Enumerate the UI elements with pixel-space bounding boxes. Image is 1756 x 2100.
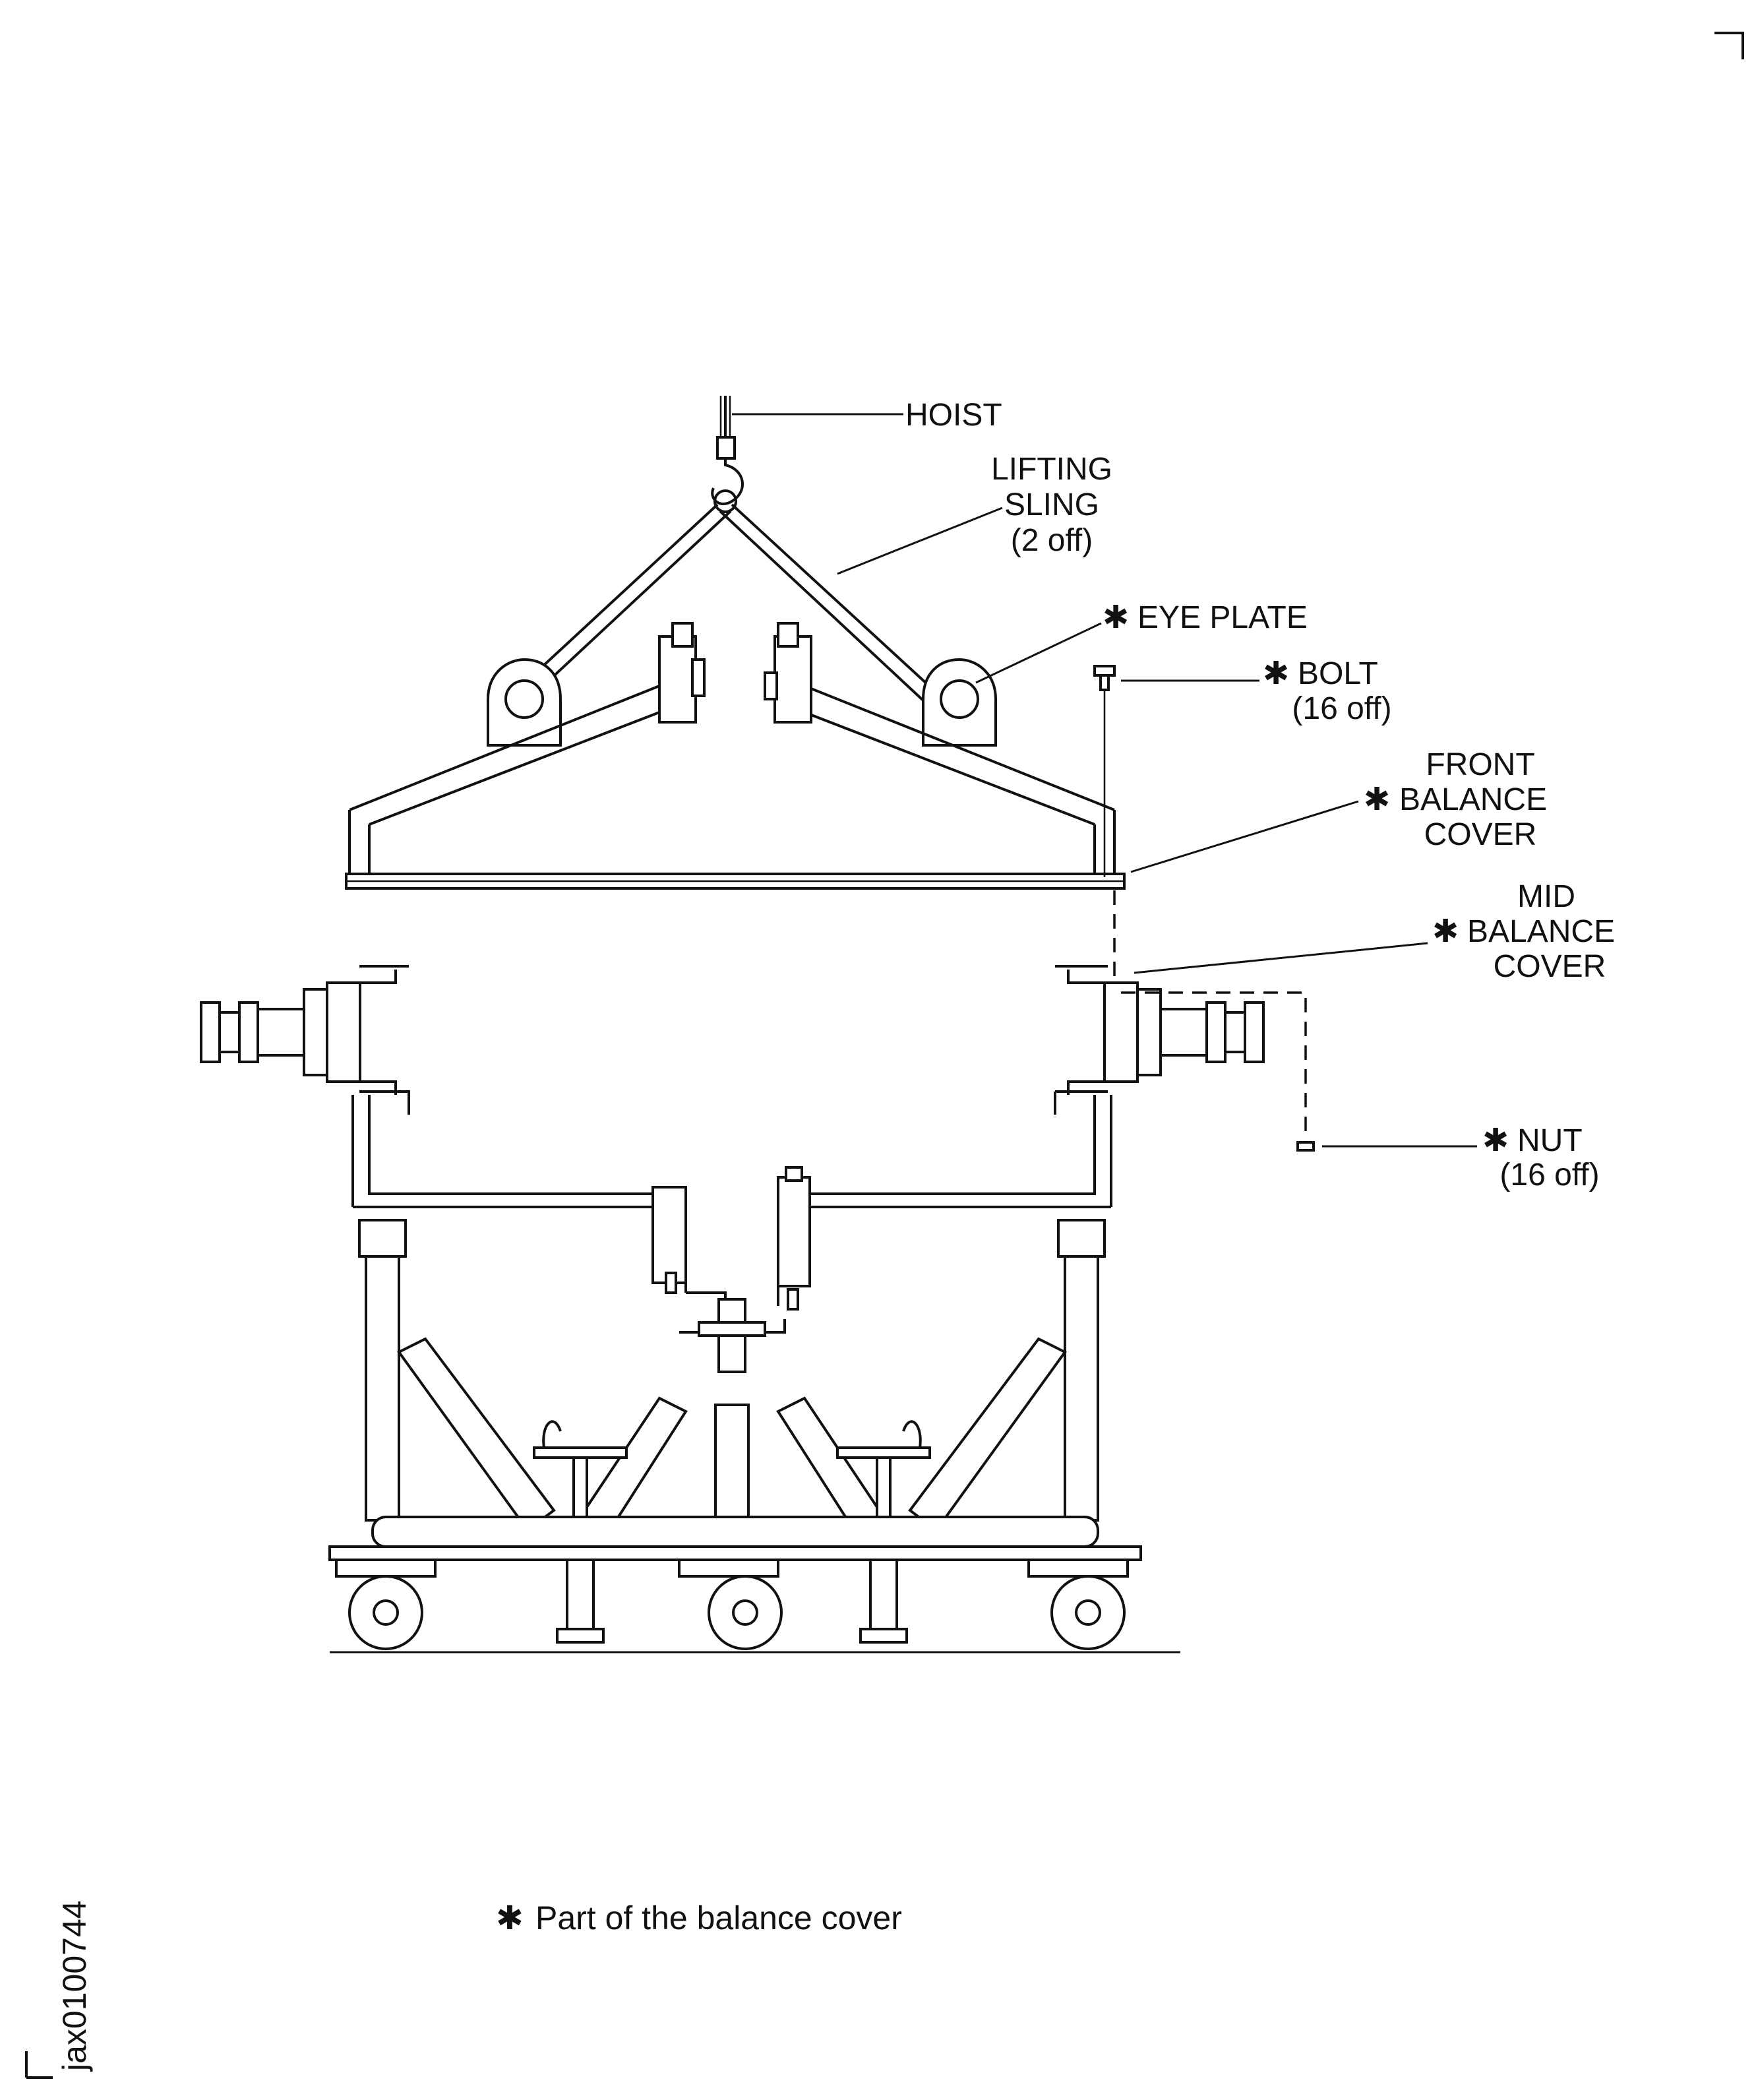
label-mid-balance-cover-2: BALANCE bbox=[1467, 914, 1615, 949]
label-nut-1: NUT bbox=[1517, 1123, 1583, 1158]
label-front-balance-cover-3: COVER bbox=[1424, 817, 1537, 852]
front-balance-cover bbox=[345, 622, 1126, 890]
footnote-asterisk: ✱ bbox=[496, 1899, 524, 1936]
mid-balance-cover bbox=[200, 965, 1307, 1653]
label-front-balance-cover-1: FRONT bbox=[1426, 747, 1534, 782]
nut-part bbox=[1296, 1141, 1315, 1152]
label-lifting-sling-3: (2 off) bbox=[1011, 523, 1093, 558]
asterisk-mid-balance-cover: ✱ bbox=[1432, 914, 1459, 949]
footnote-text: Part of the balance cover bbox=[535, 1899, 902, 1936]
hoist-hook bbox=[711, 396, 744, 513]
asterisk-front-balance-cover: ✱ bbox=[1364, 782, 1390, 817]
label-eye-plate: EYE PLATE bbox=[1137, 600, 1308, 635]
callout-labels: HOIST LIFTING SLING (2 off) ✱ EYE PLATE … bbox=[905, 398, 1615, 1192]
label-bolt-2: (16 off) bbox=[1292, 691, 1391, 726]
label-nut-2: (16 off) bbox=[1499, 1158, 1599, 1192]
label-lifting-sling-1: LIFTING bbox=[991, 452, 1112, 487]
asterisk-eye-plate: ✱ bbox=[1103, 600, 1129, 635]
bolt-part bbox=[1093, 665, 1116, 976]
label-bolt-1: BOLT bbox=[1298, 656, 1378, 691]
figure-id: jax0100744 bbox=[56, 1900, 93, 2072]
label-hoist: HOIST bbox=[905, 398, 1002, 433]
footnote: ✱ Part of the balance cover bbox=[496, 1899, 902, 1936]
asterisk-nut: ✱ bbox=[1482, 1123, 1509, 1158]
corner-crop-marks bbox=[25, 32, 1744, 2079]
label-mid-balance-cover-1: MID bbox=[1517, 879, 1575, 914]
asterisk-bolt: ✱ bbox=[1263, 656, 1289, 691]
label-lifting-sling-2: SLING bbox=[1004, 487, 1099, 522]
label-mid-balance-cover-3: COVER bbox=[1494, 949, 1606, 984]
label-front-balance-cover-2: BALANCE bbox=[1399, 782, 1547, 817]
leader-lines bbox=[732, 413, 1477, 1148]
lifting-sling bbox=[513, 503, 938, 702]
